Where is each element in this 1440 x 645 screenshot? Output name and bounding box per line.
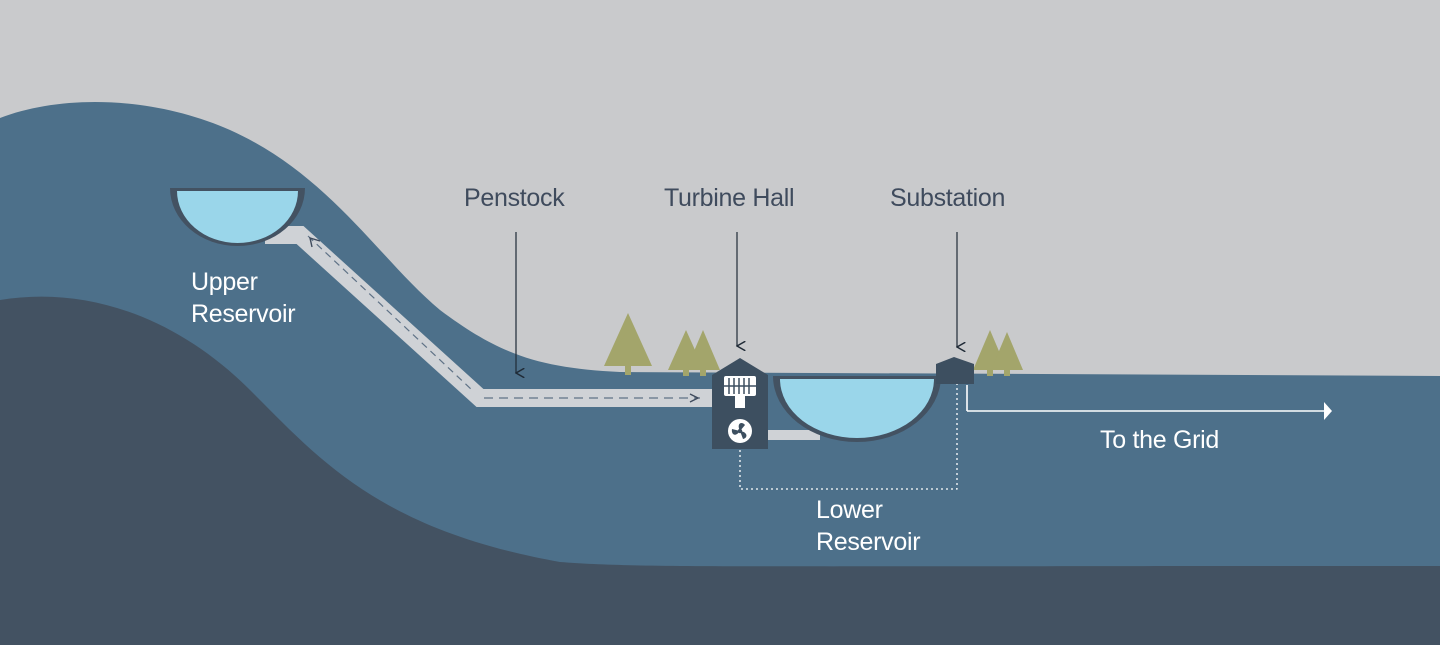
penstock-flow-up — [307, 235, 473, 391]
pine-tree-icon — [991, 332, 1023, 376]
bedrock — [0, 296, 1440, 645]
fan-icon — [728, 419, 752, 443]
to-grid-label: To the Grid — [1100, 426, 1219, 454]
substation-building — [936, 357, 974, 384]
lower-reservoir-label-line2: Reservoir — [816, 528, 920, 556]
generator-icon — [724, 376, 756, 408]
upper-reservoir-label-line1: Upper — [191, 268, 258, 296]
upper-reservoir-label-line2: Reservoir — [191, 300, 295, 328]
pine-tree-icon — [686, 330, 720, 376]
lower-reservoir-water — [780, 379, 934, 438]
upper-reservoir-water — [177, 191, 298, 244]
lower-reservoir-label-line1: Lower — [816, 496, 883, 524]
tailrace-pipe — [760, 430, 820, 440]
substation-label: Substation — [890, 184, 1005, 212]
flow-arrow-right-icon — [689, 393, 700, 403]
turbine-hall-building — [712, 358, 768, 449]
flow-arrow-up-icon — [309, 236, 321, 248]
penstock-label: Penstock — [464, 184, 565, 212]
arrow-right-icon — [1324, 402, 1332, 420]
turbine-hall-label: Turbine Hall — [664, 184, 794, 212]
pine-tree-icon — [604, 313, 652, 375]
